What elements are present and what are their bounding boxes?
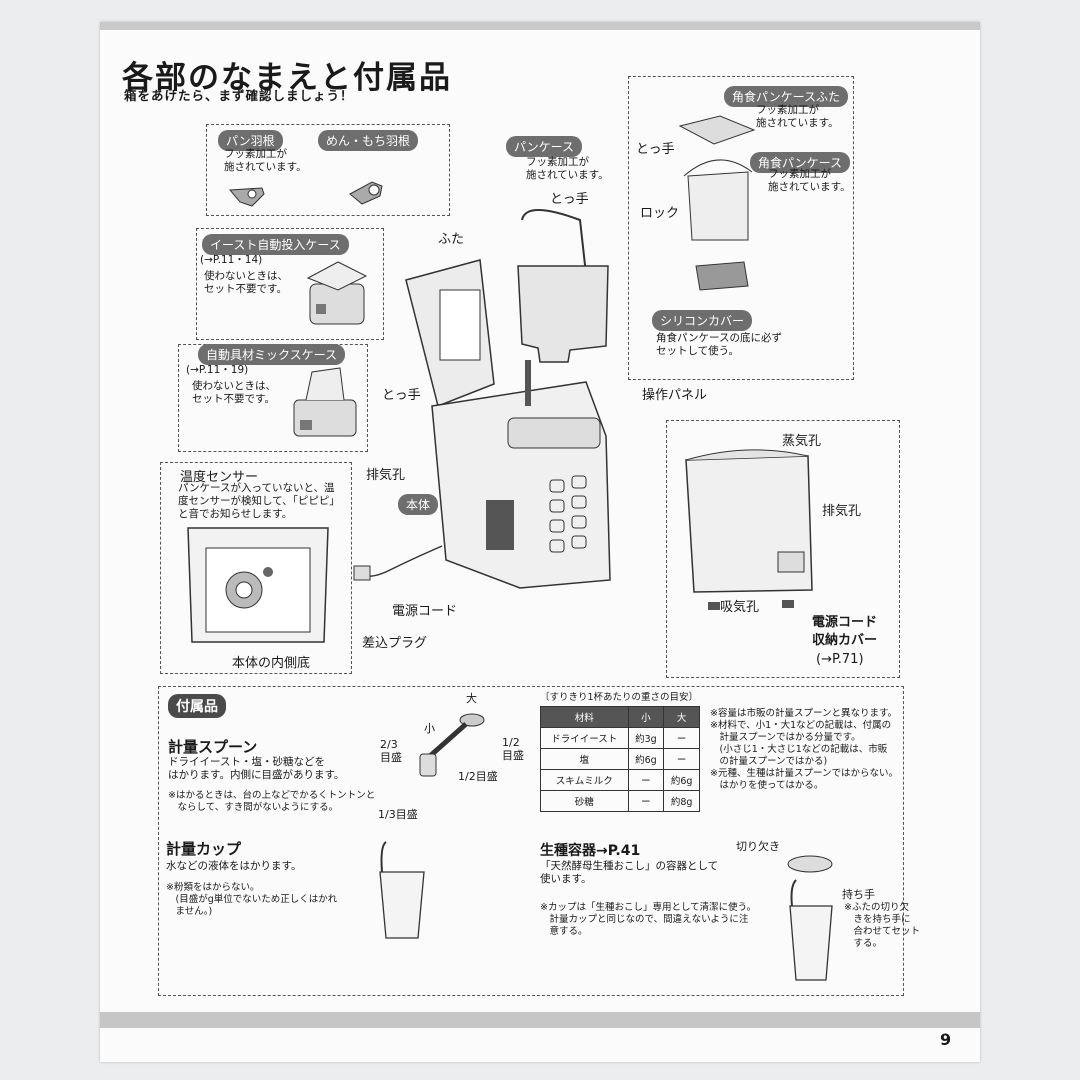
tag-noodle-blade: めん・もち羽根: [318, 130, 419, 151]
tag-mix-case: 自動具材ミックスケース: [198, 344, 346, 365]
sensor-panel: [160, 462, 352, 674]
table-row: 砂糖ー約8g: [540, 790, 700, 812]
starter-container-illustration: [787, 855, 833, 981]
table-cell: 約6g: [663, 769, 700, 791]
tag-square-case: 角食パンケース: [750, 152, 851, 173]
spoon-half-right: 1/2 目盛: [502, 736, 524, 762]
cup-desc: 水などの液体をはかります。: [166, 860, 302, 872]
yeast-ref: (→P.11・14): [200, 254, 263, 266]
spoon-small: 小: [424, 722, 435, 735]
tag-accessories: 付属品: [168, 694, 226, 718]
table-header: 材料: [540, 706, 629, 728]
table-row: スキムミルクー約6g: [540, 769, 700, 791]
blades-note: フッ素加工が 施されています。: [224, 148, 307, 173]
bottom-band: [100, 1012, 980, 1028]
weight-table-caption: 〔すりきり1杯あたりの重さの目安〕: [540, 692, 699, 703]
table-cell: スキムミルク: [540, 769, 629, 791]
spoon-desc: ドライイースト・塩・砂糖などを はかります。内側に目盛があります。: [168, 756, 345, 781]
mix-ref: (→P.11・19): [186, 364, 249, 376]
starter-title: 生種容器→P.41: [540, 843, 641, 859]
table-cell: ー: [663, 748, 700, 770]
pan-case-handle: とっ手: [550, 192, 589, 207]
label-power-cord: 電源コード: [392, 604, 458, 619]
tag-body: 本体: [398, 494, 439, 515]
inner-bottom-illustration: [187, 527, 329, 643]
table-cell: ー: [627, 790, 665, 812]
table-cell: 約6g: [627, 748, 665, 770]
table-cell: 砂糖: [540, 790, 629, 812]
silicone-cover-note: 角食パンケースの底に必ず セットして使う。: [656, 332, 782, 357]
table-header-row: 材料 小 大: [540, 706, 700, 728]
page-subtitle: 箱をあけたら、まず確認しましょう！: [124, 88, 354, 103]
tag-yeast-case: イースト自動投入ケース: [202, 234, 349, 255]
spoon-title: 計量スプーン: [168, 738, 258, 756]
rear-exhaust: 排気孔: [822, 504, 862, 519]
rear-view-panel: [666, 420, 900, 678]
page-title: 各部のなまえと付属品: [122, 60, 452, 96]
rear-view-illustration: [685, 449, 813, 610]
blades-illustration: [228, 181, 383, 207]
square-case-illustration: [678, 115, 756, 291]
rear-steam: 蒸気孔: [782, 434, 822, 449]
table-cell: 約8g: [663, 790, 700, 812]
table-cell: 約3g: [627, 727, 665, 749]
starter-desc: 「天然酵母生種おこし」の容器として 使います。: [540, 860, 719, 885]
table-cell: 塩: [540, 748, 629, 770]
square-handle-label: とっ手: [636, 142, 675, 157]
tag-silicone-cover: シリコンカバー: [652, 310, 753, 331]
starter-note: ※カップは「生種おこし」専用として清潔に使う。 計量カップと同じなので、間違えな…: [540, 902, 757, 937]
top-band: [100, 22, 980, 30]
page-number: 9: [940, 1030, 952, 1049]
square-case-panel: [628, 76, 854, 380]
label-lid: ふた: [438, 232, 465, 247]
table-header: 大: [663, 706, 700, 728]
cup-title: 計量カップ: [166, 840, 242, 858]
sensor-note: パンケースが入っていないと、温 度センサーが検知して、「ピピピ」 と音でお知らせ…: [178, 482, 340, 520]
tag-bread-blade: パン羽根: [218, 130, 283, 151]
label-plug: 差込プラグ: [362, 636, 428, 651]
yeast-case-illustration: [306, 261, 368, 325]
grip-label: 持ち手: [842, 888, 875, 901]
tag-square-lid: 角食パンケースふた: [724, 86, 849, 107]
yeast-case-panel: [196, 228, 384, 340]
table-cell: ドライイースト: [540, 727, 629, 749]
measuring-spoon-illustration: [419, 713, 485, 777]
square-lid-note: フッ素加工が 施されています。: [756, 104, 839, 129]
pan-case-note: フッ素加工が 施されています。: [526, 156, 609, 181]
rear-ref: (→P.71): [816, 652, 864, 667]
inner-bottom-label: 本体の内側底: [232, 656, 311, 671]
spoon-two-thirds: 2/3 目盛: [380, 738, 402, 764]
table-header: 小: [627, 706, 665, 728]
power-cord-illustration: [353, 545, 443, 581]
square-lock-label: ロック: [640, 206, 680, 221]
tag-pan-case: パンケース: [506, 136, 583, 157]
cup-note: ※粉類をはからない。 (目盛がg単位でないため正しくはかれ ません。): [166, 882, 338, 917]
spoon-half: 1/2目盛: [458, 770, 498, 783]
table-cell: ー: [627, 769, 665, 791]
mix-note: 使わないときは、 セット不要です。: [192, 380, 276, 405]
accessories-panel: [158, 686, 904, 996]
spoon-note: ※はかるときは、台の上などでかるくトントンと ならして、すき間がないようにする。: [168, 790, 376, 813]
mix-case-illustration: [293, 367, 357, 437]
bread-maker-illustration: [405, 209, 611, 589]
label-exhaust: 排気孔: [366, 468, 406, 483]
sensor-title: 温度センサー: [180, 470, 259, 485]
label-handle: とっ手: [382, 388, 421, 403]
rear-intake: 吸気孔: [720, 600, 760, 615]
table-cell: ー: [663, 727, 700, 749]
table-notes: ※容量は市販の計量スプーンと異なります。 ※材料で、小1・大1などの記載は、付属…: [710, 708, 898, 791]
yeast-note: 使わないときは、 セット不要です。: [204, 270, 288, 295]
blades-panel: [206, 124, 450, 216]
label-control-panel: 操作パネル: [642, 388, 708, 403]
spoon-large: 大: [466, 692, 477, 705]
square-case-note: フッ素加工が 施されています。: [768, 168, 851, 193]
rear-cord-cover: 電源コード 収納カバー: [812, 615, 878, 648]
grip-note: ※ふたの切り欠 きを持ち手に 合わせてセット する。: [844, 902, 921, 949]
measuring-cup-illustration: [379, 841, 425, 939]
notch-label: 切り欠き: [736, 840, 780, 853]
spoon-third: 1/3目盛: [378, 808, 418, 821]
